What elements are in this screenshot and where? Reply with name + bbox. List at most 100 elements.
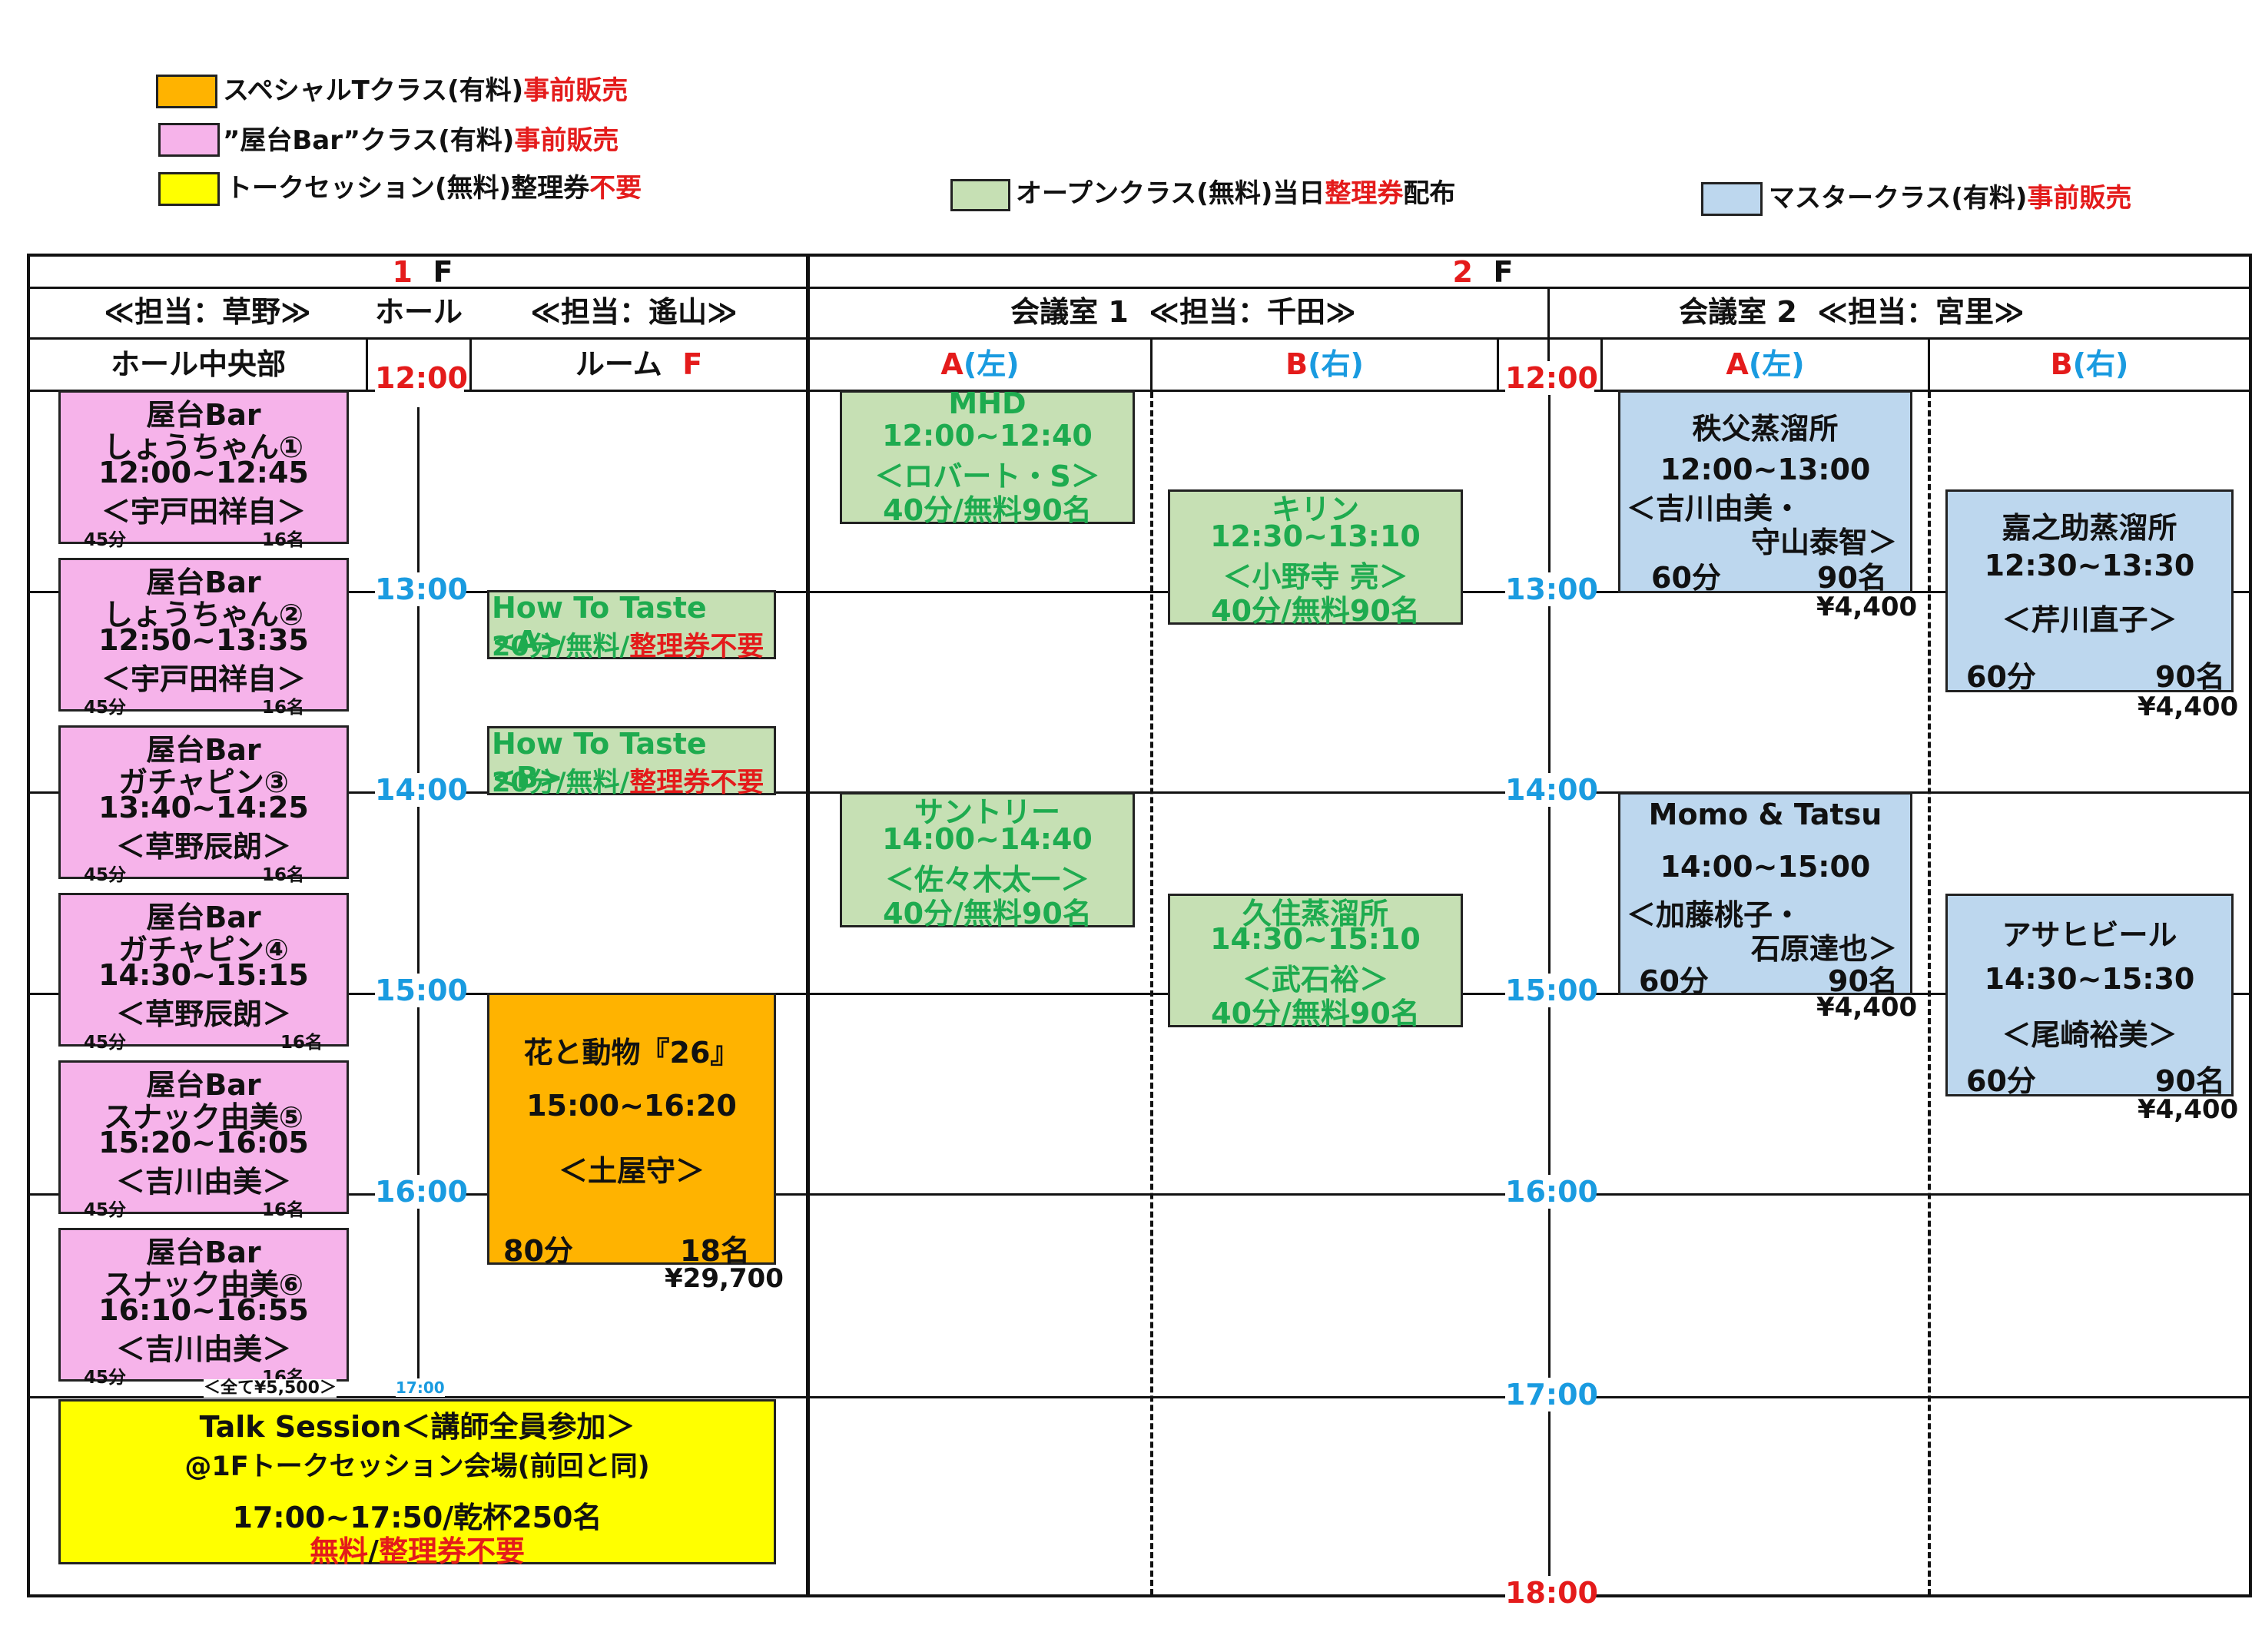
yatai-title: 屋台Bar — [146, 733, 261, 767]
room-f-header: ルーム F — [575, 347, 703, 381]
yatai-instructor: ＜草野辰朗＞ — [115, 830, 291, 864]
yatai-capacity: 16名 — [262, 865, 305, 885]
special-class-hana-to-dobutsu[interactable]: 花と動物『26』 15:00~16:20 ＜土屋守＞ 80分 18名 — [487, 993, 776, 1268]
yatai-duration: 45分 — [84, 865, 127, 885]
f2-time-12: 12:00 — [1505, 361, 1598, 395]
r2-a-header: A(左) — [1726, 347, 1805, 381]
master-time: 14:30~15:30 — [1984, 962, 2195, 996]
table-border-bottom — [27, 1594, 2252, 1597]
legend-master-swatch — [1701, 182, 1763, 216]
yatai-session-4[interactable]: 屋台Bar ガチャピン④ 14:30~15:15 ＜草野辰朗＞ 45分 16名 — [58, 893, 349, 1053]
master-host-1: ＜加藤桃子・ — [1627, 898, 1803, 932]
master-class-momo-tatsu[interactable]: Momo & Tatsu 14:00~15:00 ＜加藤桃子・ 石原達也＞ 60… — [1618, 792, 1912, 998]
col-line-hall-left — [366, 337, 368, 392]
hour-line-17 — [30, 1396, 2249, 1398]
yatai-title: 屋台Bar — [146, 566, 261, 599]
master-duration: 60分 — [1966, 660, 2036, 694]
hall-center-header: ホール中央部 — [110, 347, 286, 381]
f1-time-12: 12:00 — [375, 361, 468, 395]
legend-yatai-label: ”屋台Bar”クラス(有料)事前販売 — [223, 125, 619, 156]
master-title: 秩父蒸溜所 — [1692, 412, 1839, 446]
master-duration: 60分 — [1966, 1064, 2036, 1098]
yatai-capacity: 16名 — [262, 698, 305, 718]
open-class-kirin[interactable]: キリン 12:30~13:10 ＜小野寺 亮＞ 40分/無料90名 — [1168, 489, 1463, 628]
yatai-session-2[interactable]: 屋台Bar しょうちゃん② 12:50~13:35 ＜宇戸田祥自＞ 45分 16… — [58, 558, 349, 718]
open-time: 12:00~12:40 — [882, 419, 1093, 453]
yatai-instructor: ＜吉川由美＞ — [115, 1332, 291, 1366]
master-duration: 60分 — [1639, 964, 1709, 998]
col-line-r2a — [1928, 337, 1930, 392]
f2-time-14: 14:00 — [1505, 773, 1598, 807]
hour-line-15 — [30, 993, 2249, 995]
yatai-time: 14:30~15:15 — [98, 958, 309, 992]
master-capacity: 90名 — [2155, 1064, 2225, 1098]
yatai-session-6[interactable]: 屋台Bar スナック由美⑥ 16:10~16:55 ＜吉川由美＞ 45分 16名 — [58, 1228, 349, 1388]
yatai-host-shop: しょうちゃん① — [103, 430, 304, 464]
special-title: 花と動物『26』 — [523, 1036, 740, 1070]
master-class-asahi[interactable]: アサヒビール 14:30~15:30 ＜尾崎裕美＞ 60分 90名 — [1945, 894, 2234, 1098]
hour-line-14 — [30, 791, 2249, 794]
yatai-time: 13:40~14:25 — [98, 791, 309, 824]
open-class-kuju[interactable]: 久住蒸溜所 14:30~15:10 ＜武石裕＞ 40分/無料90名 — [1168, 894, 1463, 1030]
hour-line-16 — [30, 1193, 2249, 1196]
yatai-session-5[interactable]: 屋台Bar スナック由美⑤ 15:20~16:05 ＜吉川由美＞ 45分 16名 — [58, 1060, 349, 1220]
yatai-time: 12:00~12:45 — [98, 456, 309, 489]
open-title: 久住蒸溜所 — [1242, 897, 1388, 930]
yatai-session-3[interactable]: 屋台Bar ガチャピン③ 13:40~14:25 ＜草野辰朗＞ 45分 16名 — [58, 725, 349, 885]
f2-time-15: 15:00 — [1505, 974, 1598, 1007]
special-duration: 80分 — [503, 1234, 573, 1268]
open-host: ＜ロバート・S＞ — [874, 459, 1100, 493]
yatai-title: 屋台Bar — [146, 1236, 261, 1269]
talk-title: Talk Session＜講師全員参加＞ — [199, 1410, 635, 1444]
f1-left-staff: ≪担当：草野≫ — [104, 295, 311, 329]
master-host-1: ＜吉川由美・ — [1627, 492, 1803, 526]
yatai-host-shop: スナック由美⑤ — [103, 1100, 304, 1134]
open-class-suntory[interactable]: サントリー 14:00~14:40 ＜佐々木太一＞ 40分/無料90名 — [840, 792, 1135, 930]
f1-time-17-small: 17:00 — [396, 1378, 445, 1397]
master-title: 嘉之助蒸溜所 — [2002, 511, 2177, 545]
master-host: ＜尾崎裕美＞ — [2002, 1018, 2177, 1052]
f1-time-14: 14:00 — [375, 773, 468, 807]
master-class-chichibu[interactable]: 秩父蒸溜所 12:00~13:00 ＜吉川由美・ 守山泰智＞ 60分 90名 — [1618, 390, 1912, 595]
yatai-title: 屋台Bar — [146, 398, 261, 432]
open-host: ＜武石裕＞ — [1242, 963, 1388, 997]
talk-session[interactable]: Talk Session＜講師全員参加＞ @1Fトークセッション会場(前回と同)… — [58, 1399, 776, 1568]
master-class-kanosuke[interactable]: 嘉之助蒸溜所 12:30~13:30 ＜芹川直子＞ 60分 90名 — [1945, 489, 2234, 694]
special-capacity: 18名 — [680, 1234, 750, 1268]
yatai-title: 屋台Bar — [146, 1068, 261, 1102]
legend-open-label: オープンクラス(無料)当日整理券配布 — [1016, 178, 1456, 209]
yatai-duration: 45分 — [84, 698, 127, 718]
open-class-mhd[interactable]: MHD 12:00~12:40 ＜ロバート・S＞ 40分/無料90名 — [840, 386, 1135, 527]
howto-taste-a[interactable]: How To Taste <A> 20分/無料/整理券不要 — [487, 590, 776, 662]
floor-1-label: 1 F — [392, 255, 453, 289]
master-capacity: 90名 — [1828, 964, 1898, 998]
open-title: キリン — [1271, 493, 1359, 526]
f2-time-18: 18:00 — [1505, 1576, 1598, 1610]
yatai-time: 16:10~16:55 — [98, 1293, 309, 1327]
master-price-chichibu: ¥4,400 — [1816, 592, 1918, 622]
howto-title: How To Taste <B> — [492, 727, 707, 794]
yatai-instructor: ＜吉川由美＞ — [115, 1165, 291, 1199]
special-price: ¥29,700 — [665, 1263, 784, 1294]
legend-special-label: スペシャルTクラス(有料)事前販売 — [223, 75, 629, 106]
yatai-host-shop: しょうちゃん② — [103, 598, 304, 632]
table-border-right — [2249, 254, 2252, 1597]
r2-b-header: B(右) — [2050, 347, 2129, 381]
open-host: ＜佐々木太一＞ — [884, 863, 1090, 897]
yatai-session-1[interactable]: 屋台Bar しょうちゃん① 12:00~12:45 ＜宇戸田祥自＞ 45分 16… — [58, 390, 349, 550]
r2-ab-dashed-divider — [1928, 392, 1931, 1595]
open-meta: 40分/無料90名 — [883, 897, 1092, 930]
f2-time-16: 16:00 — [1505, 1175, 1598, 1209]
f2-time-17: 17:00 — [1505, 1378, 1598, 1411]
master-capacity: 90名 — [2155, 660, 2225, 694]
yatai-duration: 45分 — [84, 1200, 127, 1220]
legend-yatai-swatch — [158, 123, 220, 157]
open-meta: 40分/無料90名 — [1211, 594, 1420, 628]
table-border-left — [27, 254, 30, 1597]
room-divider — [1547, 287, 1550, 392]
special-time: 15:00~16:20 — [526, 1089, 737, 1123]
col-line-hall-right — [469, 337, 472, 392]
room1-header: 会議室 1 ≪担当：千田≫ — [1010, 295, 1356, 329]
howto-taste-b[interactable]: How To Taste <B> 20分/無料/整理券不要 — [487, 726, 776, 798]
howto-meta: 20分/無料/整理券不要 — [492, 632, 764, 662]
